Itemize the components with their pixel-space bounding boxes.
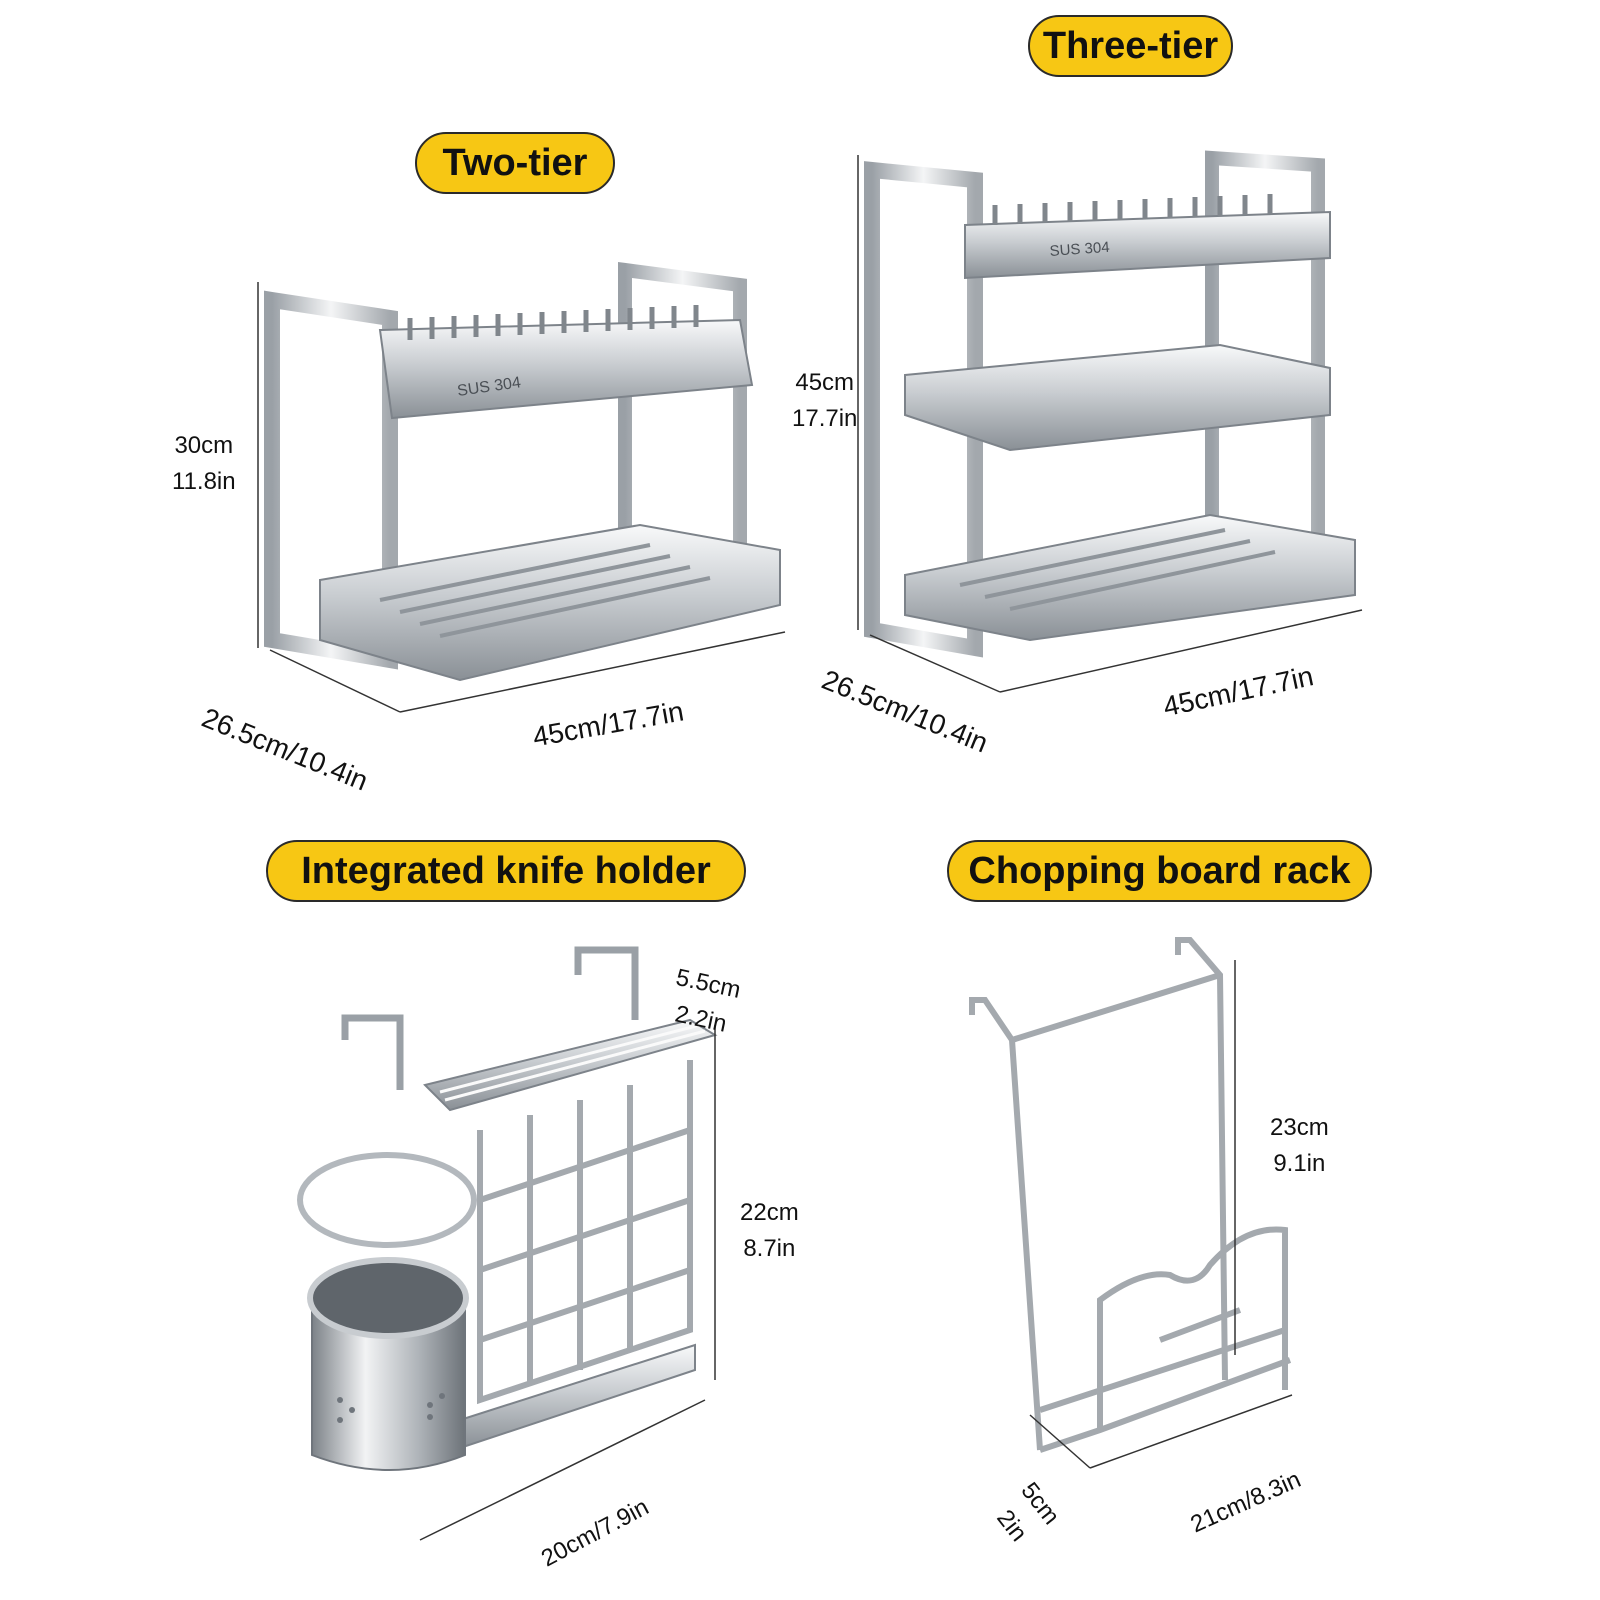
three-tier-height: 45cm 17.7in <box>792 365 857 437</box>
two-tier-height-cm: 30cm <box>174 432 234 459</box>
knife-holder-height-cm: 22cm <box>740 1199 799 1226</box>
two-tier-height-in: 11.8in <box>172 468 236 495</box>
three-tier-badge: Three-tier <box>1028 15 1233 77</box>
board-rack-height-cm: 23cm <box>1270 1114 1329 1141</box>
two-tier-height: 30cm 11.8in <box>172 428 236 500</box>
three-tier-height-in: 17.7in <box>792 405 858 432</box>
board-rack-height: 23cm 9.1in <box>1270 1110 1329 1182</box>
two-tier-rack-illustration: SUS 304 <box>257 262 786 713</box>
knife-holder-height: 22cm 8.7in <box>740 1195 799 1267</box>
board-rack-badge: Chopping board rack <box>947 840 1372 902</box>
three-tier-engraving: SUS 304 <box>1049 239 1110 260</box>
board-rack-illustration <box>969 937 1293 1469</box>
two-tier-badge: Two-tier <box>415 132 615 194</box>
board-rack-height-in: 9.1in <box>1273 1150 1326 1177</box>
knife-holder-badge: Integrated knife holder <box>266 840 746 902</box>
three-tier-rack-illustration: SUS 304 <box>857 150 1363 693</box>
knife-holder-illustration <box>297 946 718 1541</box>
knife-holder-height-in: 8.7in <box>743 1235 796 1262</box>
three-tier-height-cm: 45cm <box>795 369 855 396</box>
